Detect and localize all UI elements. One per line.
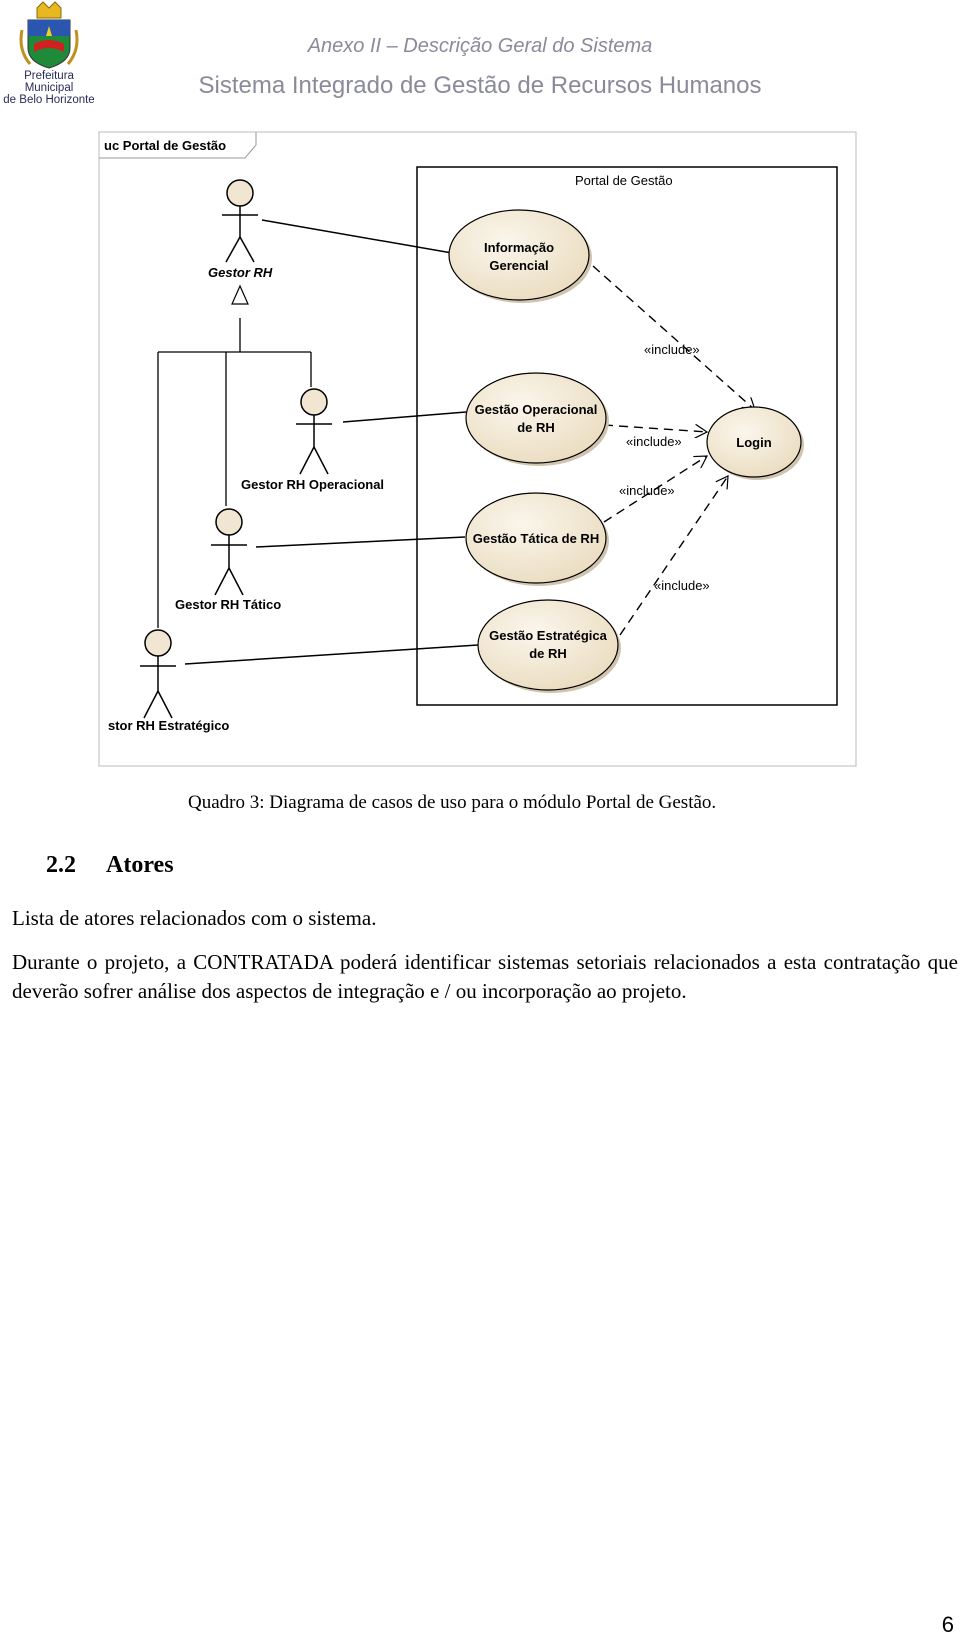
annex-title: Anexo II – Descrição Geral do Sistema — [307, 35, 653, 57]
usecase-login: Login — [706, 406, 804, 480]
use-case-diagram: uc Portal de Gestão Portal de Gestão Ges… — [98, 131, 857, 767]
actor-tatico-figure — [211, 508, 247, 596]
frame-label: uc Portal de Gestão — [104, 138, 226, 153]
usecase-estrategica-line-2: de RH — [529, 646, 567, 661]
section-number: 2.2 — [46, 852, 76, 878]
include-label-estrategica: «include» — [654, 578, 710, 593]
actor-estrategico-figure — [140, 629, 176, 719]
figure-caption: Quadro 3: Diagrama de casos de uso para … — [188, 792, 717, 813]
page-number: 6 — [941, 1612, 954, 1637]
include-label-informacao: «include» — [644, 342, 700, 357]
actor-gestor-rh-figure — [222, 179, 258, 263]
usecase-login-label: Login — [736, 435, 771, 450]
section-title: Atores — [106, 852, 174, 878]
logo-text-line-1: Prefeitura Municipal — [24, 70, 74, 94]
usecase-gestao-tatica: Gestão Tática de RH — [465, 492, 609, 586]
usecase-tatica-label: Gestão Tática de RH — [473, 531, 599, 546]
actor-operacional-figure — [296, 388, 332, 475]
logo-text-line-2: de Belo Horizonte — [3, 94, 95, 106]
paragraph-actors-list: Lista de atores relacionados com o siste… — [12, 906, 377, 930]
system-title: Sistema Integrado de Gestão de Recursos … — [198, 72, 762, 99]
actor-gestor-rh-label: Gestor RH — [208, 265, 273, 280]
boundary-label: Portal de Gestão — [575, 173, 673, 188]
usecase-estrategica-line-1: Gestão Estratégica — [489, 628, 608, 643]
include-dependencies — [592, 265, 755, 636]
actor-estrategico-label: stor RH Estratégico — [108, 718, 229, 733]
usecase-gestao-estrategica: Gestão Estratégica de RH — [477, 599, 621, 693]
usecase-operacional-line-2: de RH — [517, 420, 555, 435]
include-label-tatica: «include» — [619, 483, 675, 498]
logo-caption: Prefeitura Municipal de Belo Horizonte — [0, 70, 98, 106]
actor-tatico-label: Gestor RH Tático — [175, 597, 281, 612]
association-lines — [184, 219, 479, 665]
usecase-operacional-line-1: Gestão Operacional — [475, 402, 598, 417]
usecase-gestao-operacional: Gestão Operacional de RH — [465, 372, 609, 466]
usecase-informacao-gerencial: Informação Gerencial — [448, 209, 592, 303]
paragraph-contratada: Durante o projeto, a CONTRATADA poderá i… — [12, 950, 958, 1003]
generalization-arrowhead — [231, 284, 249, 305]
frame-label-tab — [99, 132, 257, 159]
actor-operacional-label: Gestor RH Operacional — [241, 477, 384, 492]
include-label-operacional: «include» — [626, 434, 682, 449]
city-emblem-logo — [19, 1, 79, 69]
usecase-informacao-line-1: Informação — [484, 240, 554, 255]
usecase-informacao-line-2: Gerencial — [489, 258, 548, 273]
generalization-lines — [157, 318, 312, 628]
